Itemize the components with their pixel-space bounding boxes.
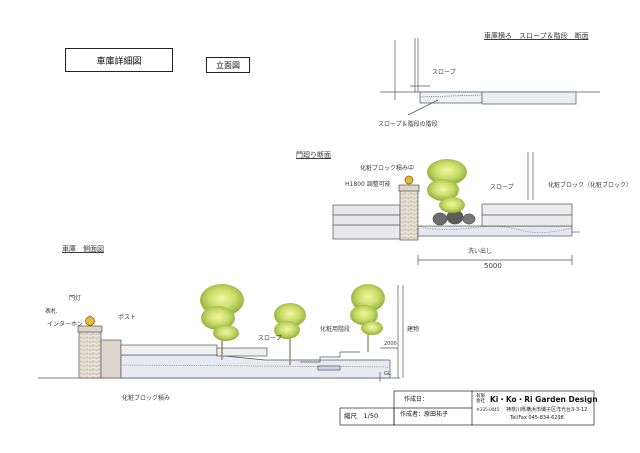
date-label: 作成日：: [404, 396, 429, 403]
label-intercom: インターホン: [47, 321, 84, 328]
view-label: 立面図: [216, 60, 240, 70]
scale-cell: [339, 407, 395, 426]
label-gl: GL: [384, 371, 391, 377]
label-name-plate: 表札: [45, 308, 58, 315]
label-height: H1800 調整可能: [345, 181, 391, 188]
label-slope-bottom: スロープ: [258, 335, 282, 342]
company-prefix: 有限 会社: [476, 394, 485, 404]
heading-middle: 門廻り断面: [296, 151, 331, 159]
label-gate-light: 門灯: [69, 295, 82, 302]
section-bottom: [38, 284, 404, 382]
heading-bottom: 車庫 側面図: [62, 245, 104, 253]
heading-top-right: 車庫横ろ スロープ＆階段 断面: [484, 32, 589, 40]
label-slope-top: スロープ: [432, 69, 456, 76]
label-post-block: 化粧ブロック積み中: [360, 165, 415, 172]
label-slope-mid: スロープ: [490, 184, 514, 191]
section-top-right: [380, 38, 600, 116]
label-post-box: ポスト: [118, 314, 137, 321]
author-label: 作成者：原田祐子: [400, 411, 449, 418]
section-middle: [332, 152, 580, 265]
company-name: Ki・Ko・Ri Garden Design: [490, 395, 598, 404]
label-dimension-5000: 5000: [484, 262, 502, 270]
label-building: 建物: [407, 326, 420, 333]
label-stairs-bottom: 化粧用階段: [320, 326, 351, 333]
view-label-box: 立面図: [206, 57, 250, 73]
label-block-bottom: 化粧ブロック積み: [122, 395, 171, 402]
address-zip: 〒235-0045: [476, 407, 500, 412]
drawing-title-box: 車庫詳細図: [65, 48, 173, 72]
scale-text: 縮尺 1/50: [344, 412, 379, 420]
label-gravel: 洗い出し: [468, 248, 493, 255]
address: 神奈川県横浜市磯子区洋光台3-3-12: [506, 407, 588, 413]
drawing-title: 車庫詳細図: [96, 56, 142, 67]
label-block-mid: 化粧ブロック（化粧ブロック）: [548, 182, 633, 189]
label-dimension-2000: 2000: [384, 341, 397, 347]
tel-fax: Tel/Fax 045-834-6298: [510, 415, 564, 421]
label-slope-stairs: スロープ＆階段の階段: [378, 121, 438, 128]
